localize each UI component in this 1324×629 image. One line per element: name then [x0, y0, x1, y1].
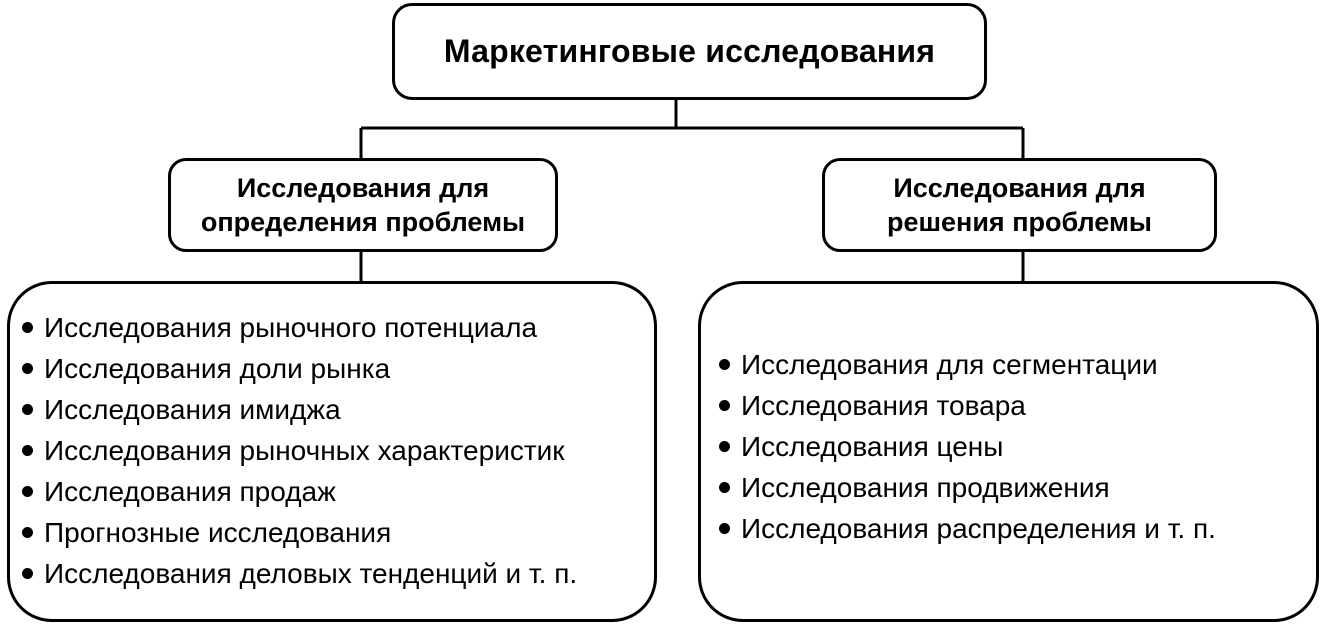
list-item-text: Прогнозные исследования — [44, 517, 392, 548]
bullet-icon — [22, 445, 33, 456]
bullet-icon — [719, 441, 730, 452]
bullet-icon — [719, 400, 730, 411]
list-item-text: Исследования продвижения — [741, 472, 1110, 503]
bullet-icon — [22, 363, 33, 374]
category-title-line-1: Исследования для — [893, 173, 1146, 203]
list-item-text: Исследования распределения и т. п. — [741, 513, 1216, 544]
list-item-text: Исследования деловых тенденций и т. п. — [44, 558, 578, 589]
problem-definition-list: Исследования рыночного потенциала Исслед… — [7, 281, 657, 622]
bullet-icon — [22, 527, 33, 538]
list-item-text: Исследования рыночного потенциала — [44, 312, 538, 343]
list-item: Исследования имиджа — [22, 389, 577, 430]
category-title-line-1: Исследования для — [236, 173, 490, 203]
list-item: Исследования цены — [719, 426, 1216, 467]
list-item: Исследования рыночных характеристик — [22, 430, 577, 471]
bullet-icon — [719, 523, 730, 534]
list-item: Исследования доли рынка — [22, 348, 577, 389]
list-item: Исследования деловых тенденций и т. п. — [22, 553, 577, 594]
root-title: Маркетинговые исследования — [443, 33, 936, 69]
list-item: Исследования распределения и т. п. — [719, 508, 1216, 549]
bullet-icon — [22, 322, 33, 333]
list-item-text: Исследования для сегментации — [741, 349, 1158, 380]
root-node: Маркетинговые исследования — [392, 3, 987, 100]
list-item: Прогнозные исследования — [22, 512, 577, 553]
list-item-text: Исследования рыночных характеристик — [44, 435, 565, 466]
problem-solving-list: Исследования для сегментации Исследовани… — [698, 281, 1319, 622]
bullet-icon — [719, 482, 730, 493]
list-item: Исследования продвижения — [719, 467, 1216, 508]
list-item: Исследования рыночного потенциала — [22, 307, 577, 348]
list-item: Исследования продаж — [22, 471, 577, 512]
category-problem-solving: Исследования для решения проблемы — [822, 158, 1217, 252]
bullet-icon — [22, 404, 33, 415]
bullet-icon — [22, 568, 33, 579]
category-title-line-2: определения проблемы — [200, 207, 526, 237]
bullet-icon — [719, 359, 730, 370]
list-item: Исследования для сегментации — [719, 344, 1216, 385]
list-item-text: Исследования продаж — [44, 476, 336, 507]
list-item-text: Исследования доли рынка — [44, 353, 391, 384]
category-title-line-2: решения проблемы — [887, 207, 1152, 237]
list-item: Исследования товара — [719, 385, 1216, 426]
bullet-icon — [22, 486, 33, 497]
research-list: Исследования рыночного потенциала Исслед… — [22, 307, 577, 594]
category-problem-definition: Исследования для определения проблемы — [168, 158, 558, 252]
list-item-text: Исследования имиджа — [44, 394, 341, 425]
list-item-text: Исследования товара — [741, 390, 1026, 421]
list-item-text: Исследования цены — [741, 431, 1004, 462]
research-list: Исследования для сегментации Исследовани… — [719, 344, 1216, 549]
